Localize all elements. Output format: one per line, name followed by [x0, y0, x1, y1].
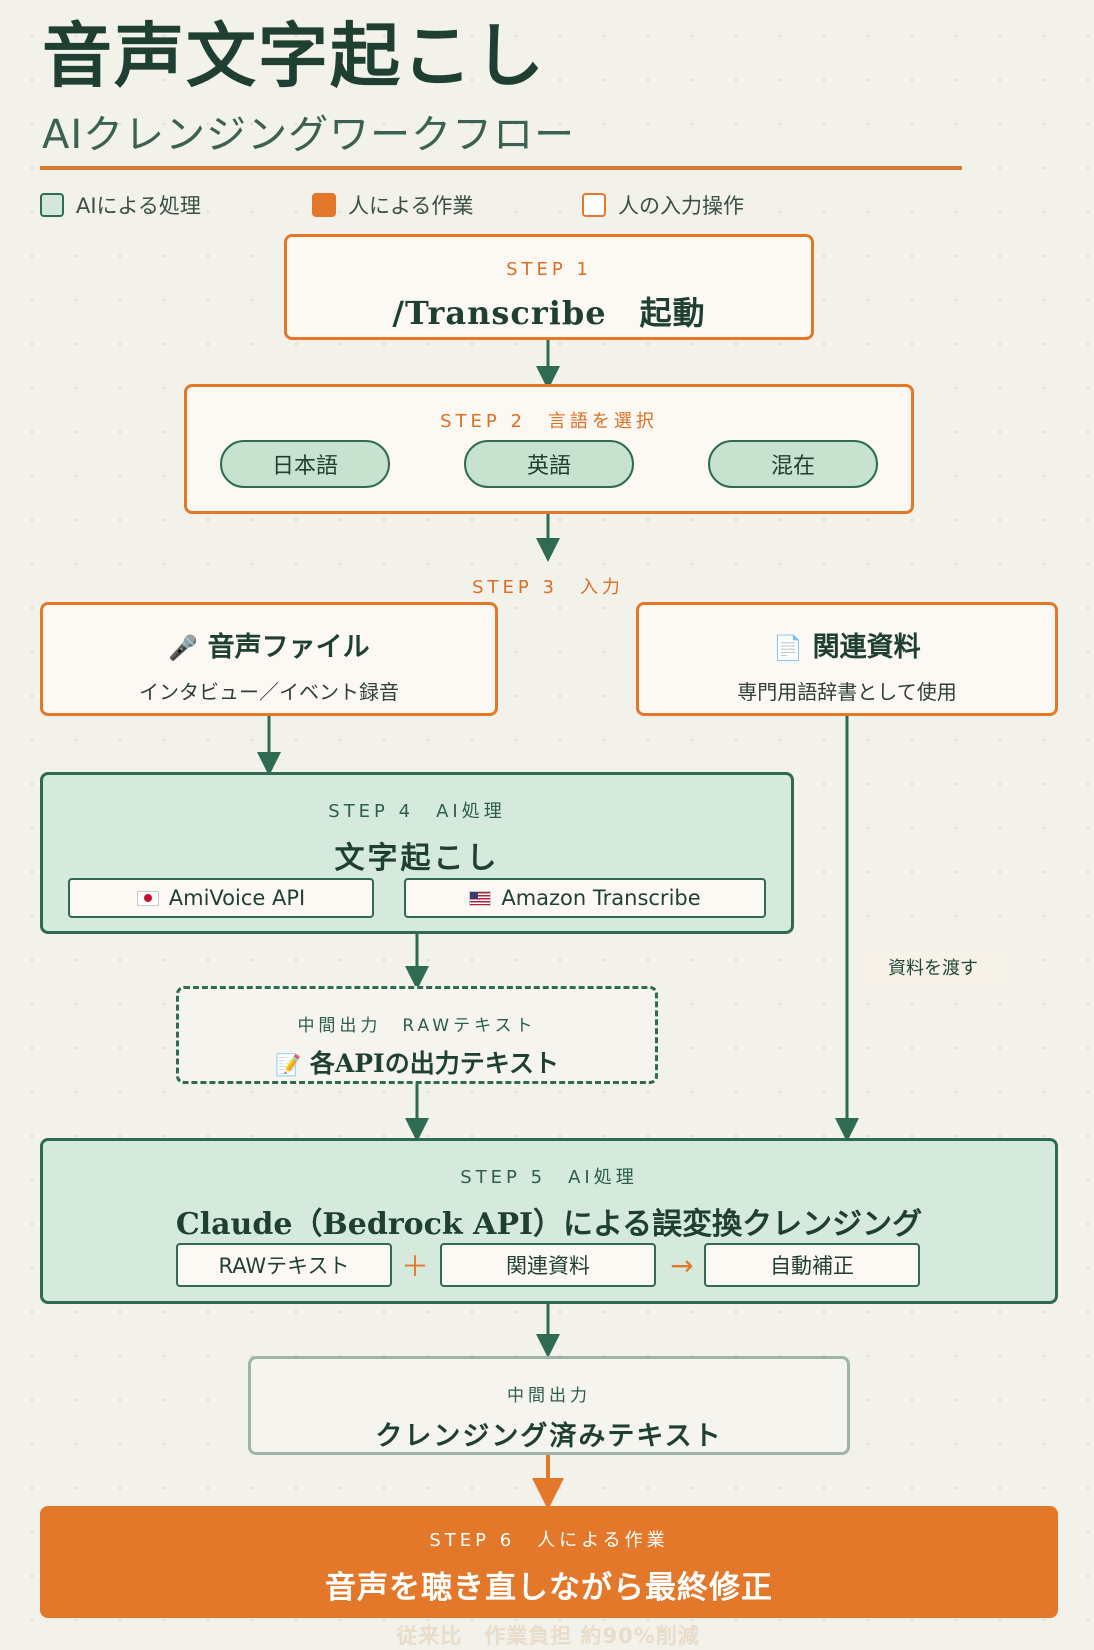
- language-option-mixed[interactable]: 混在: [708, 440, 878, 488]
- page-title: 音声文字起こし: [42, 14, 546, 97]
- cleansed-output-label: 中間出力: [507, 1386, 591, 1406]
- audio-file-title: 音声ファイル: [207, 632, 370, 663]
- step6-title: 音声を聴き直しながら最終修正: [325, 1570, 773, 1606]
- workload-reduction-note: 従来比 作業負担 約90%削減: [396, 1624, 700, 1648]
- legend-ai-swatch: [40, 193, 64, 217]
- related-docs-title: 関連資料: [812, 632, 921, 663]
- language-option-japanese[interactable]: 日本語: [220, 440, 390, 488]
- audio-file-box[interactable]: 🎤 音声ファイル インタビュー／イベント録音: [40, 602, 498, 716]
- japan-flag-icon: [136, 890, 159, 906]
- microphone-icon: 🎤: [168, 634, 199, 662]
- step5-chip-raw[interactable]: RAWテキスト: [176, 1243, 392, 1287]
- step4-title: 文字起こし: [334, 841, 500, 876]
- legend-ai-label: AIによる処理: [76, 194, 201, 218]
- related-docs-box[interactable]: 📄 関連資料 専門用語辞書として使用: [636, 602, 1058, 716]
- cleansed-output-box: 中間出力 クレンジング済みテキスト: [248, 1356, 850, 1455]
- step1-label: STEP 1: [506, 259, 592, 280]
- raw-output-box: 中間出力 RAWテキスト 📝 各APIの出力テキスト: [176, 986, 658, 1084]
- step5-chip-docs[interactable]: 関連資料: [440, 1243, 656, 1287]
- api-chip-amazon[interactable]: Amazon Transcribe: [404, 878, 766, 918]
- step1-box[interactable]: STEP 1 /Transcribe 起動: [284, 234, 814, 340]
- step4-label: STEP 4 AI処理: [328, 801, 506, 822]
- legend-input-swatch: [582, 193, 606, 217]
- language-option-english[interactable]: 英語: [464, 440, 634, 488]
- plus-icon: ＋: [400, 1250, 429, 1283]
- legend-human-swatch: [312, 193, 336, 217]
- raw-output-title: 各APIの出力テキスト: [309, 1049, 560, 1078]
- audio-file-desc: インタビュー／イベント録音: [139, 680, 399, 704]
- cleansed-output-title: クレンジング済みテキスト: [375, 1421, 723, 1452]
- memo-icon: 📝: [274, 1053, 302, 1077]
- step6-box: STEP 6 人による作業 音声を聴き直しながら最終修正: [40, 1506, 1058, 1618]
- legend-input-label: 人の入力操作: [618, 194, 744, 218]
- step6-label: STEP 6 人による作業: [429, 1530, 669, 1551]
- api-chip-amazon-label: Amazon Transcribe: [501, 886, 701, 910]
- audio-file-heading: 🎤 音声ファイル: [43, 625, 495, 664]
- api-chip-amivoice-label: AmiVoice API: [168, 886, 306, 910]
- raw-output-heading: 📝 各APIの出力テキスト: [179, 1044, 655, 1080]
- legend-ai: AIによる処理: [40, 190, 201, 220]
- page-subtitle: AIクレンジングワークフロー: [42, 112, 576, 158]
- step5-title: Claude（Bedrock API）による誤変換クレンジング: [175, 1207, 923, 1242]
- related-docs-heading: 📄 関連資料: [639, 625, 1055, 664]
- raw-output-label: 中間出力 RAWテキスト: [297, 1016, 537, 1036]
- step5-chip-autofix[interactable]: 自動補正: [704, 1243, 920, 1287]
- us-flag-icon: [469, 890, 492, 906]
- step1-title: /Transcribe 起動: [392, 294, 706, 332]
- legend-input: 人の入力操作: [582, 190, 744, 220]
- related-docs-desc: 専門用語辞書として使用: [737, 680, 957, 704]
- arrow-right-icon: →: [670, 1248, 694, 1282]
- pass-docs-label: 資料を渡す: [862, 950, 1004, 984]
- step2-label: STEP 2 言語を選択: [440, 411, 658, 432]
- legend-human-label: 人による作業: [348, 194, 474, 218]
- step5-label: STEP 5 AI処理: [460, 1167, 638, 1188]
- api-chip-amivoice[interactable]: AmiVoice API: [68, 878, 374, 918]
- step3-label: STEP 3 入力: [472, 577, 624, 598]
- header-divider: [40, 166, 962, 170]
- legend-human: 人による作業: [312, 190, 473, 220]
- document-icon: 📄: [773, 634, 804, 662]
